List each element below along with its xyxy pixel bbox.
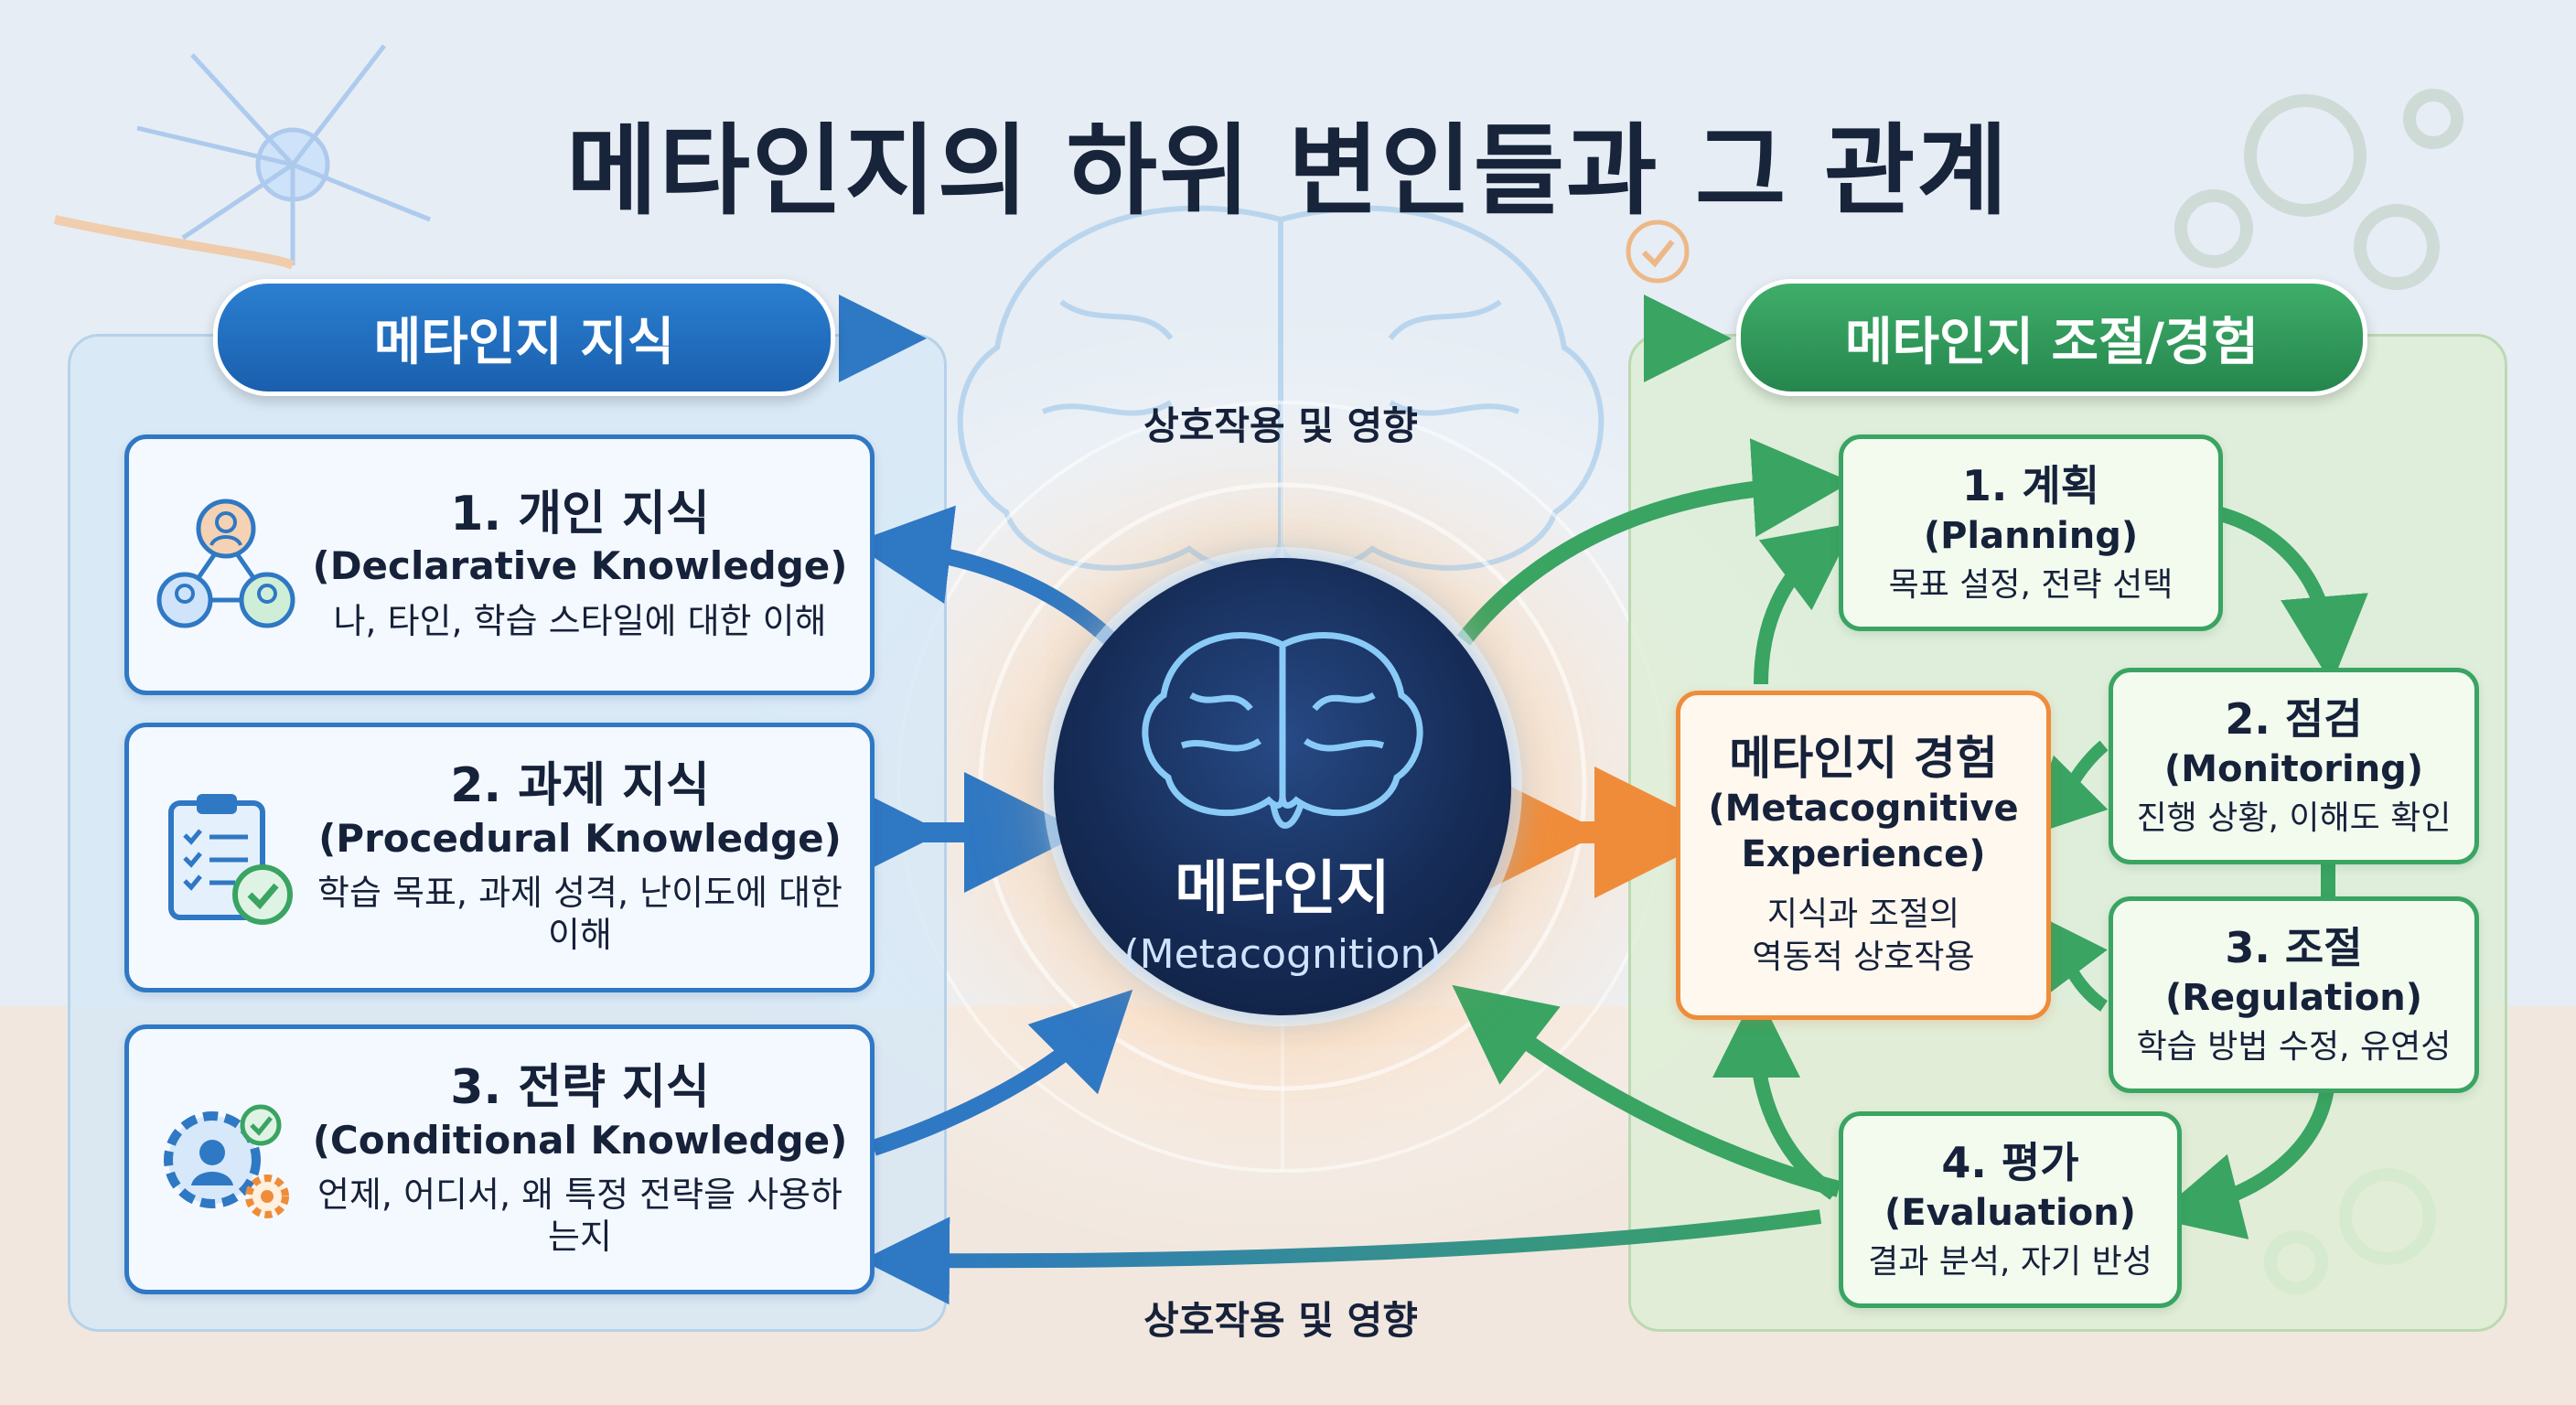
personal-knowledge-desc: 나, 타인, 학습 스타일에 대한 이해 (333, 600, 827, 641)
neuron-icon (53, 44, 431, 270)
monitoring-desc: 진행 상황, 이해도 확인 (2136, 799, 2452, 837)
evaluation-desc: 결과 분석, 자기 반성 (1868, 1242, 2152, 1281)
evaluation-subtitle: (Evaluation) (1884, 1191, 2136, 1234)
regulation-title: 3. 조절 (2225, 923, 2363, 973)
metacognition-label: 메타인지 (Metacognition) (1054, 842, 1511, 978)
experience-desc-line2: 역동적 상호작용 (1752, 938, 1975, 976)
planning-subtitle: (Planning) (1923, 514, 2139, 557)
metacognition-core (1054, 558, 1511, 1015)
center-to-planning-arrow (1456, 438, 1852, 646)
regulation-desc: 학습 방법 수정, 유연성 (2136, 1027, 2452, 1066)
regulation-card: 3. 조절 (Regulation) 학습 방법 수정, 유연성 (2109, 896, 2479, 1093)
task-knowledge-desc: 학습 목표, 과제 성격, 난이도에 대한 이해 (317, 873, 843, 955)
gear-person-icon (164, 1104, 289, 1218)
brain-icon (1142, 631, 1423, 829)
task-knowledge-title: 2. 과제 지식 (450, 757, 710, 813)
planning-desc: 목표 설정, 전략 선택 (1888, 565, 2174, 604)
check-bubble-icon (1626, 220, 1690, 284)
planning-card: 1. 계획 (Planning) 목표 설정, 전략 선택 (1839, 434, 2223, 631)
strategy-knowledge-subtitle: (Conditional Knowledge) (312, 1117, 848, 1163)
bottom-interaction-label: 상호작용 및 영향 (1143, 1298, 1418, 1343)
personal-knowledge-title: 1. 개인 지식 (450, 486, 710, 542)
monitoring-title: 2. 점검 (2225, 694, 2363, 745)
gears-decoration-icon (2174, 89, 2463, 290)
experience-to-planning-arrow (1754, 522, 1856, 685)
planning-to-monitoring-arrow (2211, 505, 2368, 684)
monitoring-to-experience-arrow (2026, 740, 2109, 837)
regulation-to-experience-arrow (2030, 911, 2109, 1012)
experience-desc-line1: 지식과 조절의 (1766, 896, 1960, 934)
monitoring-card: 2. 점검 (Monitoring) 진행 상황, 이해도 확인 (2109, 668, 2479, 864)
top-interaction-label: 상호작용 및 영향 (1143, 403, 1418, 448)
knowledge-header: 메타인지 지식 (213, 279, 835, 396)
clipboard-checklist-icon (168, 793, 293, 925)
page-title: 메타인지의 하위 변인들과 그 관계 (566, 114, 2010, 229)
monitoring-subtitle: (Monitoring) (2163, 747, 2424, 790)
task-knowledge-card: 2. 과제 지식 (Procedural Knowledge) 학습 목표, 과… (124, 723, 875, 992)
experience-title: 메타인지 경험 (1729, 732, 1998, 786)
evaluation-to-strategy-arrow (862, 1209, 1822, 1305)
center-title: 메타인지 (1175, 855, 1390, 923)
regulation-to-evaluation-arrow (2152, 1078, 2335, 1239)
people-network-icon (156, 499, 295, 627)
evaluation-card: 4. 평가 (Evaluation) 결과 분석, 자기 반성 (1839, 1111, 2182, 1308)
center-subtitle: (Metacognition) (1123, 931, 1442, 978)
regulation-subtitle: (Regulation) (2164, 976, 2423, 1019)
experience-desc: 지식과 조절의 역동적 상호작용 (1752, 894, 1974, 980)
experience-subtitle: (Metacognitive Experience) (1708, 788, 2019, 876)
personal-knowledge-subtitle: (Declarative Knowledge) (312, 543, 848, 589)
personal-knowledge-card: 1. 개인 지식 (Declarative Knowledge) 나, 타인, … (124, 434, 875, 695)
strategy-to-center-arrow (871, 989, 1133, 1156)
evaluation-title: 4. 평가 (1941, 1138, 2079, 1188)
task-knowledge-subtitle: (Procedural Knowledge) (318, 815, 842, 861)
planning-title: 1. 계획 (1961, 461, 2100, 511)
regulation-header: 메타인지 조절/경험 (1736, 279, 2367, 396)
strategy-knowledge-desc: 언제, 어디서, 왜 특정 전략을 사용하는지 (317, 1174, 843, 1257)
evaluation-to-experience-arrow (1712, 990, 1839, 1200)
metacognitive-experience-card: 메타인지 경험 (Metacognitive Experience) 지식과 조… (1676, 691, 2051, 1020)
center-to-personal-arrow (852, 505, 1118, 647)
strategy-knowledge-card: 3. 전략 지식 (Conditional Knowledge) 언제, 어디서… (124, 1024, 875, 1294)
strategy-knowledge-title: 3. 전략 지식 (450, 1059, 710, 1115)
evaluation-to-center-arrow (1452, 984, 1841, 1197)
